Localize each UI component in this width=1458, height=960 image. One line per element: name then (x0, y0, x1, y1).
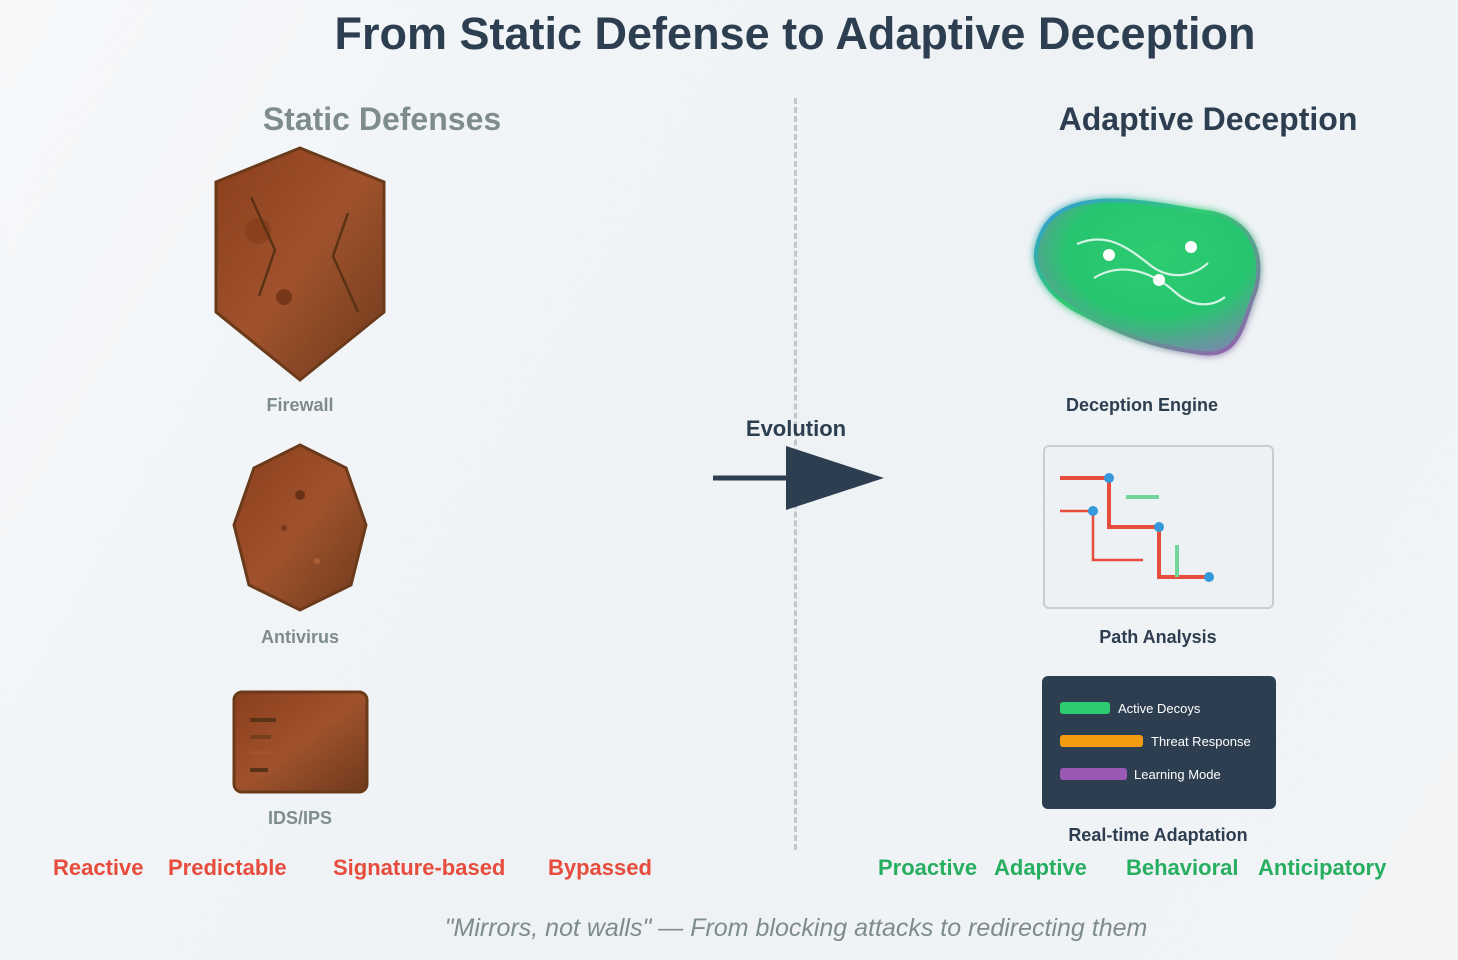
firewall-label: Firewall (266, 395, 334, 415)
trait-adaptive: Adaptive (994, 855, 1087, 880)
trait-reactive: Reactive (53, 855, 144, 880)
page-title: From Static Defense to Adaptive Deceptio… (334, 8, 1256, 59)
dashboard-icon: Active Decoys Threat Response Learning M… (1042, 676, 1276, 809)
active-decoys-label: Active Decoys (1118, 701, 1201, 716)
learning-mode-label: Learning Mode (1134, 767, 1221, 782)
real-time-adaptation-label: Real-time Adaptation (1068, 825, 1248, 845)
cracked-shield-icon (214, 146, 386, 382)
path-analysis-icon (1043, 445, 1274, 609)
threat-response-bar (1060, 735, 1143, 747)
trait-predictable: Predictable (168, 855, 287, 880)
deception-blob-icon (1033, 198, 1261, 356)
learning-mode-bar (1060, 768, 1127, 780)
trait-anticipatory: Anticipatory (1258, 855, 1387, 880)
trait-behavioral: Behavioral (1126, 855, 1239, 880)
active-decoys-bar (1060, 702, 1110, 714)
deception-engine-label: Deception Engine (1065, 395, 1218, 415)
path-analysis-label: Path Analysis (1099, 627, 1217, 647)
antivirus-label: Antivirus (260, 627, 339, 647)
ids-panel-icon (232, 690, 369, 794)
path-analysis-graph (1060, 473, 1214, 582)
ids-ips-label: IDS/IPS (267, 808, 333, 828)
adaptive-deception-heading: Adaptive Deception (1058, 101, 1358, 137)
octagon-shield-icon (232, 443, 368, 612)
evolution-label: Evolution (745, 416, 847, 441)
trait-signature-based: Signature-based (333, 855, 506, 880)
tagline-quote: "Mirrors, not walls" — From blocking att… (444, 914, 1148, 942)
static-defenses-heading: Static Defenses (262, 101, 502, 137)
threat-response-label: Threat Response (1151, 734, 1251, 749)
trait-bypassed: Bypassed (548, 855, 652, 880)
trait-proactive: Proactive (878, 855, 978, 880)
arrow-right-icon (713, 446, 884, 510)
